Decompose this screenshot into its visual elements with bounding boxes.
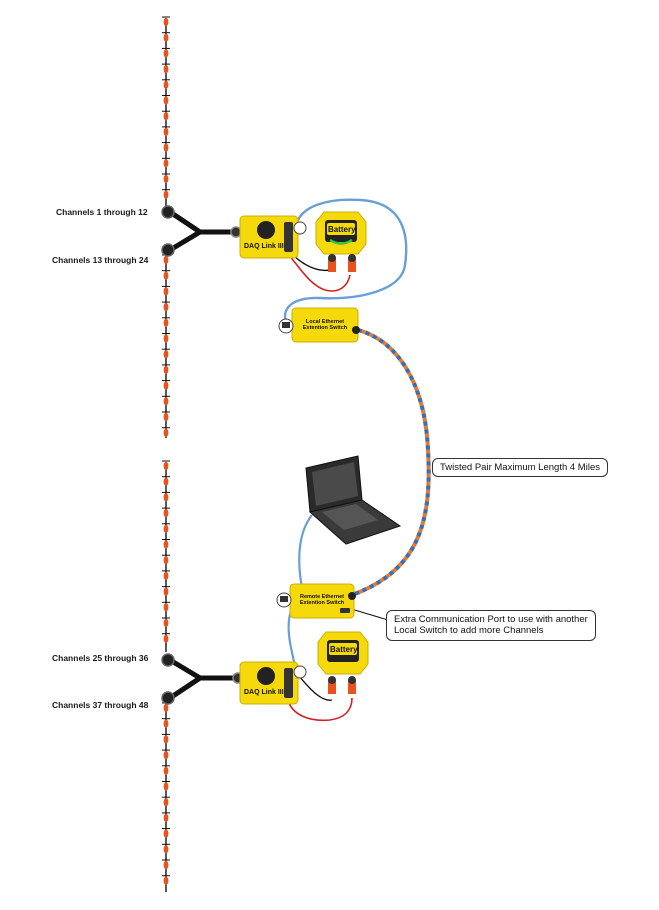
sensor-node [163,798,169,807]
network-icon-daq-bottom [293,665,307,679]
sensor-node [163,524,169,533]
sensor-node [163,782,169,791]
sensor-node [163,64,169,74]
channel-label-2: Channels 13 through 24 [52,255,149,265]
sensor-strings [162,16,170,892]
sensor-node [163,540,169,549]
twisted-pair-callout: Twisted Pair Maximum Length 4 Miles [432,458,608,478]
extra-port-line-1: Extra Communication Port to use with ano… [394,614,588,625]
extra-port-callout: Extra Communication Port to use with ano… [386,610,596,641]
sensor-node [163,255,169,265]
remote-switch-label: Remote Ethernet Extention Switch [294,594,350,607]
sensor-node [163,271,169,280]
sensor-node [163,845,169,854]
sensor-node [163,571,169,581]
remote-switch-line-1: Remote Ethernet [299,594,344,600]
sensor-node [163,112,169,121]
sensor-node [163,829,169,838]
sensor-node [163,477,169,486]
sensor-node [163,461,169,471]
sensor-node [163,493,169,502]
channel-label-1: Channels 1 through 12 [56,207,148,217]
network-icon-local [278,318,294,334]
sensor-node [163,587,169,596]
sensor-node [163,860,169,870]
sensor-node [163,412,169,422]
sensor-node [163,80,169,90]
local-switch-label: Local Ethernet Extention Switch [296,319,354,332]
sensor-node [163,334,169,343]
sensor-node [163,96,169,105]
ethernet-cable-top [283,198,408,323]
y-splitter-bottom [161,653,244,705]
sensor-node [163,813,169,823]
battery-top [315,211,367,255]
sensor-node [163,766,169,775]
sensor-node [163,556,169,565]
sensor-node [163,33,169,42]
battery-bottom [317,631,369,675]
daq-link-top [239,215,299,259]
sensor-node [163,174,169,184]
sensor-node [163,634,169,643]
power-cable-bottom [287,697,353,722]
sensor-node [163,703,169,713]
sensor-node [163,318,169,327]
sensor-node [163,302,169,312]
laptop-icon [305,455,402,545]
sensor-node [163,618,169,628]
channel-label-3: Channels 25 through 36 [52,653,149,663]
network-icon-remote [276,592,292,608]
battery-connectors-bottom [328,676,356,694]
local-switch [291,307,360,343]
sensor-node [163,719,169,728]
channel-label-4: Channels 37 through 48 [52,700,149,710]
y-splitter-top [161,205,242,257]
daq-label-bottom: DAQ Link III [244,689,284,696]
extra-port-line-2: Local Switch to add more Channels [394,625,544,637]
daq-label-top: DAQ Link III [244,243,284,250]
sensor-node [163,159,169,168]
local-switch-line-1: Local Ethernet [305,319,345,325]
twisted-pair-cable [351,328,431,597]
sensor-node [163,17,169,27]
battery-label-top: Battery [328,225,356,234]
sensor-node [163,876,169,885]
sensor-node [163,143,169,152]
sensor-node [163,735,169,744]
sensor-node [163,127,169,137]
sensor-node [163,603,169,612]
remote-switch-line-2: Extention Switch [299,600,345,607]
sensor-node [163,508,169,518]
power-cable-top [287,253,351,292]
sensor-node [163,350,169,359]
sensor-node [163,365,169,375]
laptop-ethernet-cable [298,514,313,589]
sensor-node [163,750,169,760]
sensor-node [163,397,169,406]
daq-link-bottom [239,661,299,705]
network-icon-daq-top [293,221,307,235]
sensor-node [163,190,169,199]
local-switch-line-2: Extention Switch [302,325,348,332]
sensor-node [163,428,169,437]
sensor-node [163,381,169,390]
sensor-node [163,287,169,296]
sensor-node [163,49,169,58]
remote-switch [289,583,356,619]
battery-connectors-top [328,254,356,272]
battery-label-bottom: Battery [330,645,358,654]
